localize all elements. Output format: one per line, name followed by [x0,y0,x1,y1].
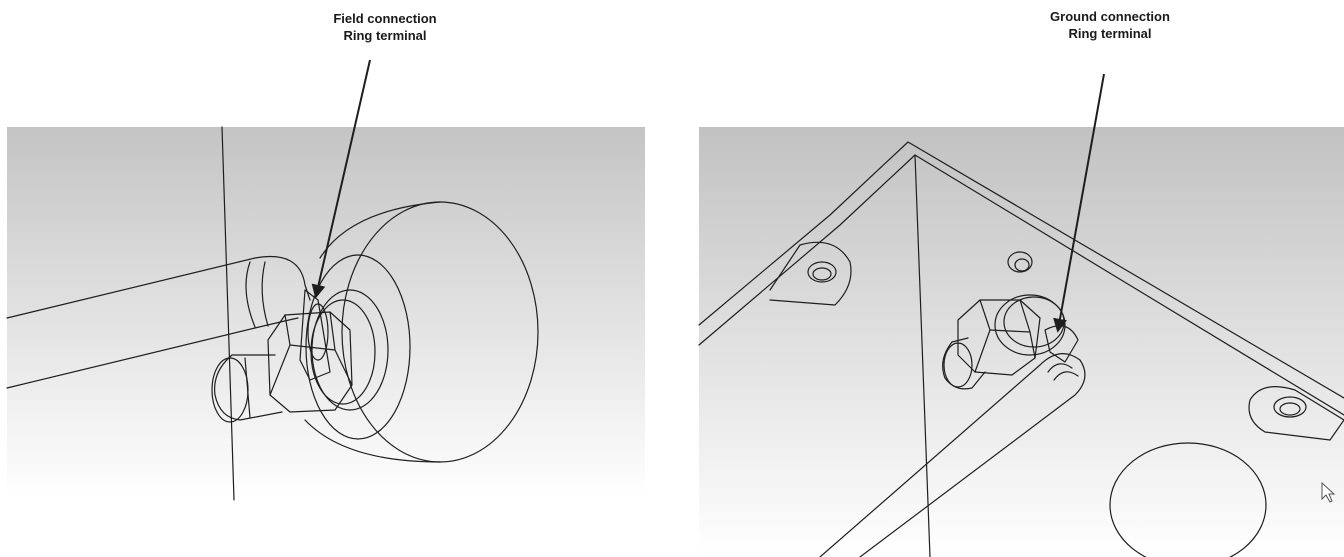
right-callout-line2: Ring terminal [1068,26,1152,41]
right-callout-line1: Ground connection [1050,9,1170,24]
field-connection-callout: Field connection Ring terminal [300,10,470,44]
left-panel [6,59,645,501]
left-callout-arrow [311,59,371,299]
right-panel [698,73,1344,557]
left-callout-line2: Ring terminal [343,28,427,43]
right-callout-arrow [1053,73,1105,333]
ground-connection-callout: Ground connection Ring terminal [1020,8,1200,42]
mouse-cursor-icon [1321,481,1336,503]
left-callout-line1: Field connection [333,11,437,26]
right-panel-background [699,127,1344,557]
